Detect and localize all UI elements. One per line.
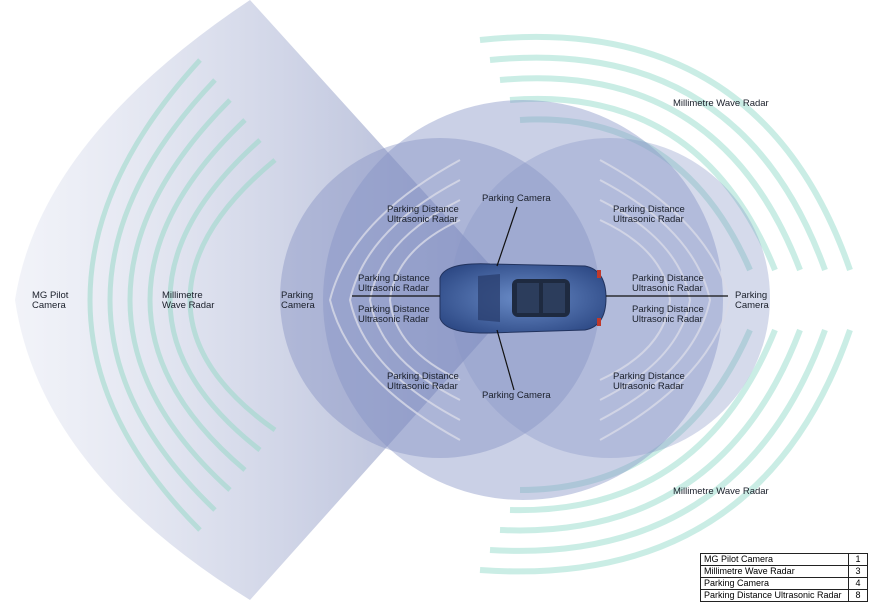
front-ultrasonic-zone: [599, 159, 732, 441]
legend-name: Parking Distance Ultrasonic Radar: [701, 590, 849, 601]
front-mmw-radar-top-zone: [479, 33, 853, 272]
front-mmw-radar-bottom-zone: [479, 328, 853, 575]
rear-mmw-radar-zone: [87, 58, 277, 532]
label-pd-mid-right-top: Parking Distance Ultrasonic Radar: [632, 273, 704, 294]
legend-name: MG Pilot Camera: [701, 554, 849, 565]
label-pd-mid-left-bottom: Parking Distance Ultrasonic Radar: [358, 304, 430, 325]
label-pd-lower-left: Parking Distance Ultrasonic Radar: [387, 371, 459, 392]
legend-name: Millimetre Wave Radar: [701, 566, 849, 577]
label-parking-camera-rear: Parking Camera: [281, 290, 315, 311]
label-mg-pilot-camera: MG Pilot Camera: [32, 290, 69, 311]
label-mmw-radar-front-top: Millimetre Wave Radar: [673, 98, 769, 109]
label-pd-upper-left: Parking Distance Ultrasonic Radar: [387, 204, 459, 225]
legend-row: Millimetre Wave Radar 3: [701, 566, 867, 578]
mg-pilot-camera-zone: [15, 0, 520, 600]
label-parking-camera-bottom: Parking Camera: [482, 390, 551, 401]
label-pd-mid-right-bottom: Parking Distance Ultrasonic Radar: [632, 304, 704, 325]
legend-count: 4: [855, 578, 861, 588]
legend-row: Parking Camera 4: [701, 578, 867, 590]
label-pd-lower-right: Parking Distance Ultrasonic Radar: [613, 371, 685, 392]
legend-row: Parking Distance Ultrasonic Radar 8: [701, 590, 867, 601]
car-top-view: [439, 263, 607, 334]
label-parking-camera-front: Parking Camera: [735, 290, 769, 311]
legend-row: MG Pilot Camera 1: [701, 554, 867, 566]
label-mmw-radar-rear: Millimetre Wave Radar: [162, 290, 215, 311]
label-parking-camera-top: Parking Camera: [482, 193, 551, 204]
label-pd-upper-right: Parking Distance Ultrasonic Radar: [613, 204, 685, 225]
label-mmw-radar-front-bottom: Millimetre Wave Radar: [673, 486, 769, 497]
legend-count: 3: [855, 566, 861, 576]
legend-count: 8: [855, 590, 861, 600]
label-pd-mid-left-top: Parking Distance Ultrasonic Radar: [358, 273, 430, 294]
rear-ultrasonic-zone: [328, 159, 461, 441]
sensor-legend: MG Pilot Camera 1 Millimetre Wave Radar …: [700, 553, 868, 602]
legend-name: Parking Camera: [701, 578, 849, 589]
parking-camera-front-zone: [450, 138, 770, 458]
leader-lines: [352, 206, 728, 391]
legend-count: 1: [855, 554, 861, 564]
